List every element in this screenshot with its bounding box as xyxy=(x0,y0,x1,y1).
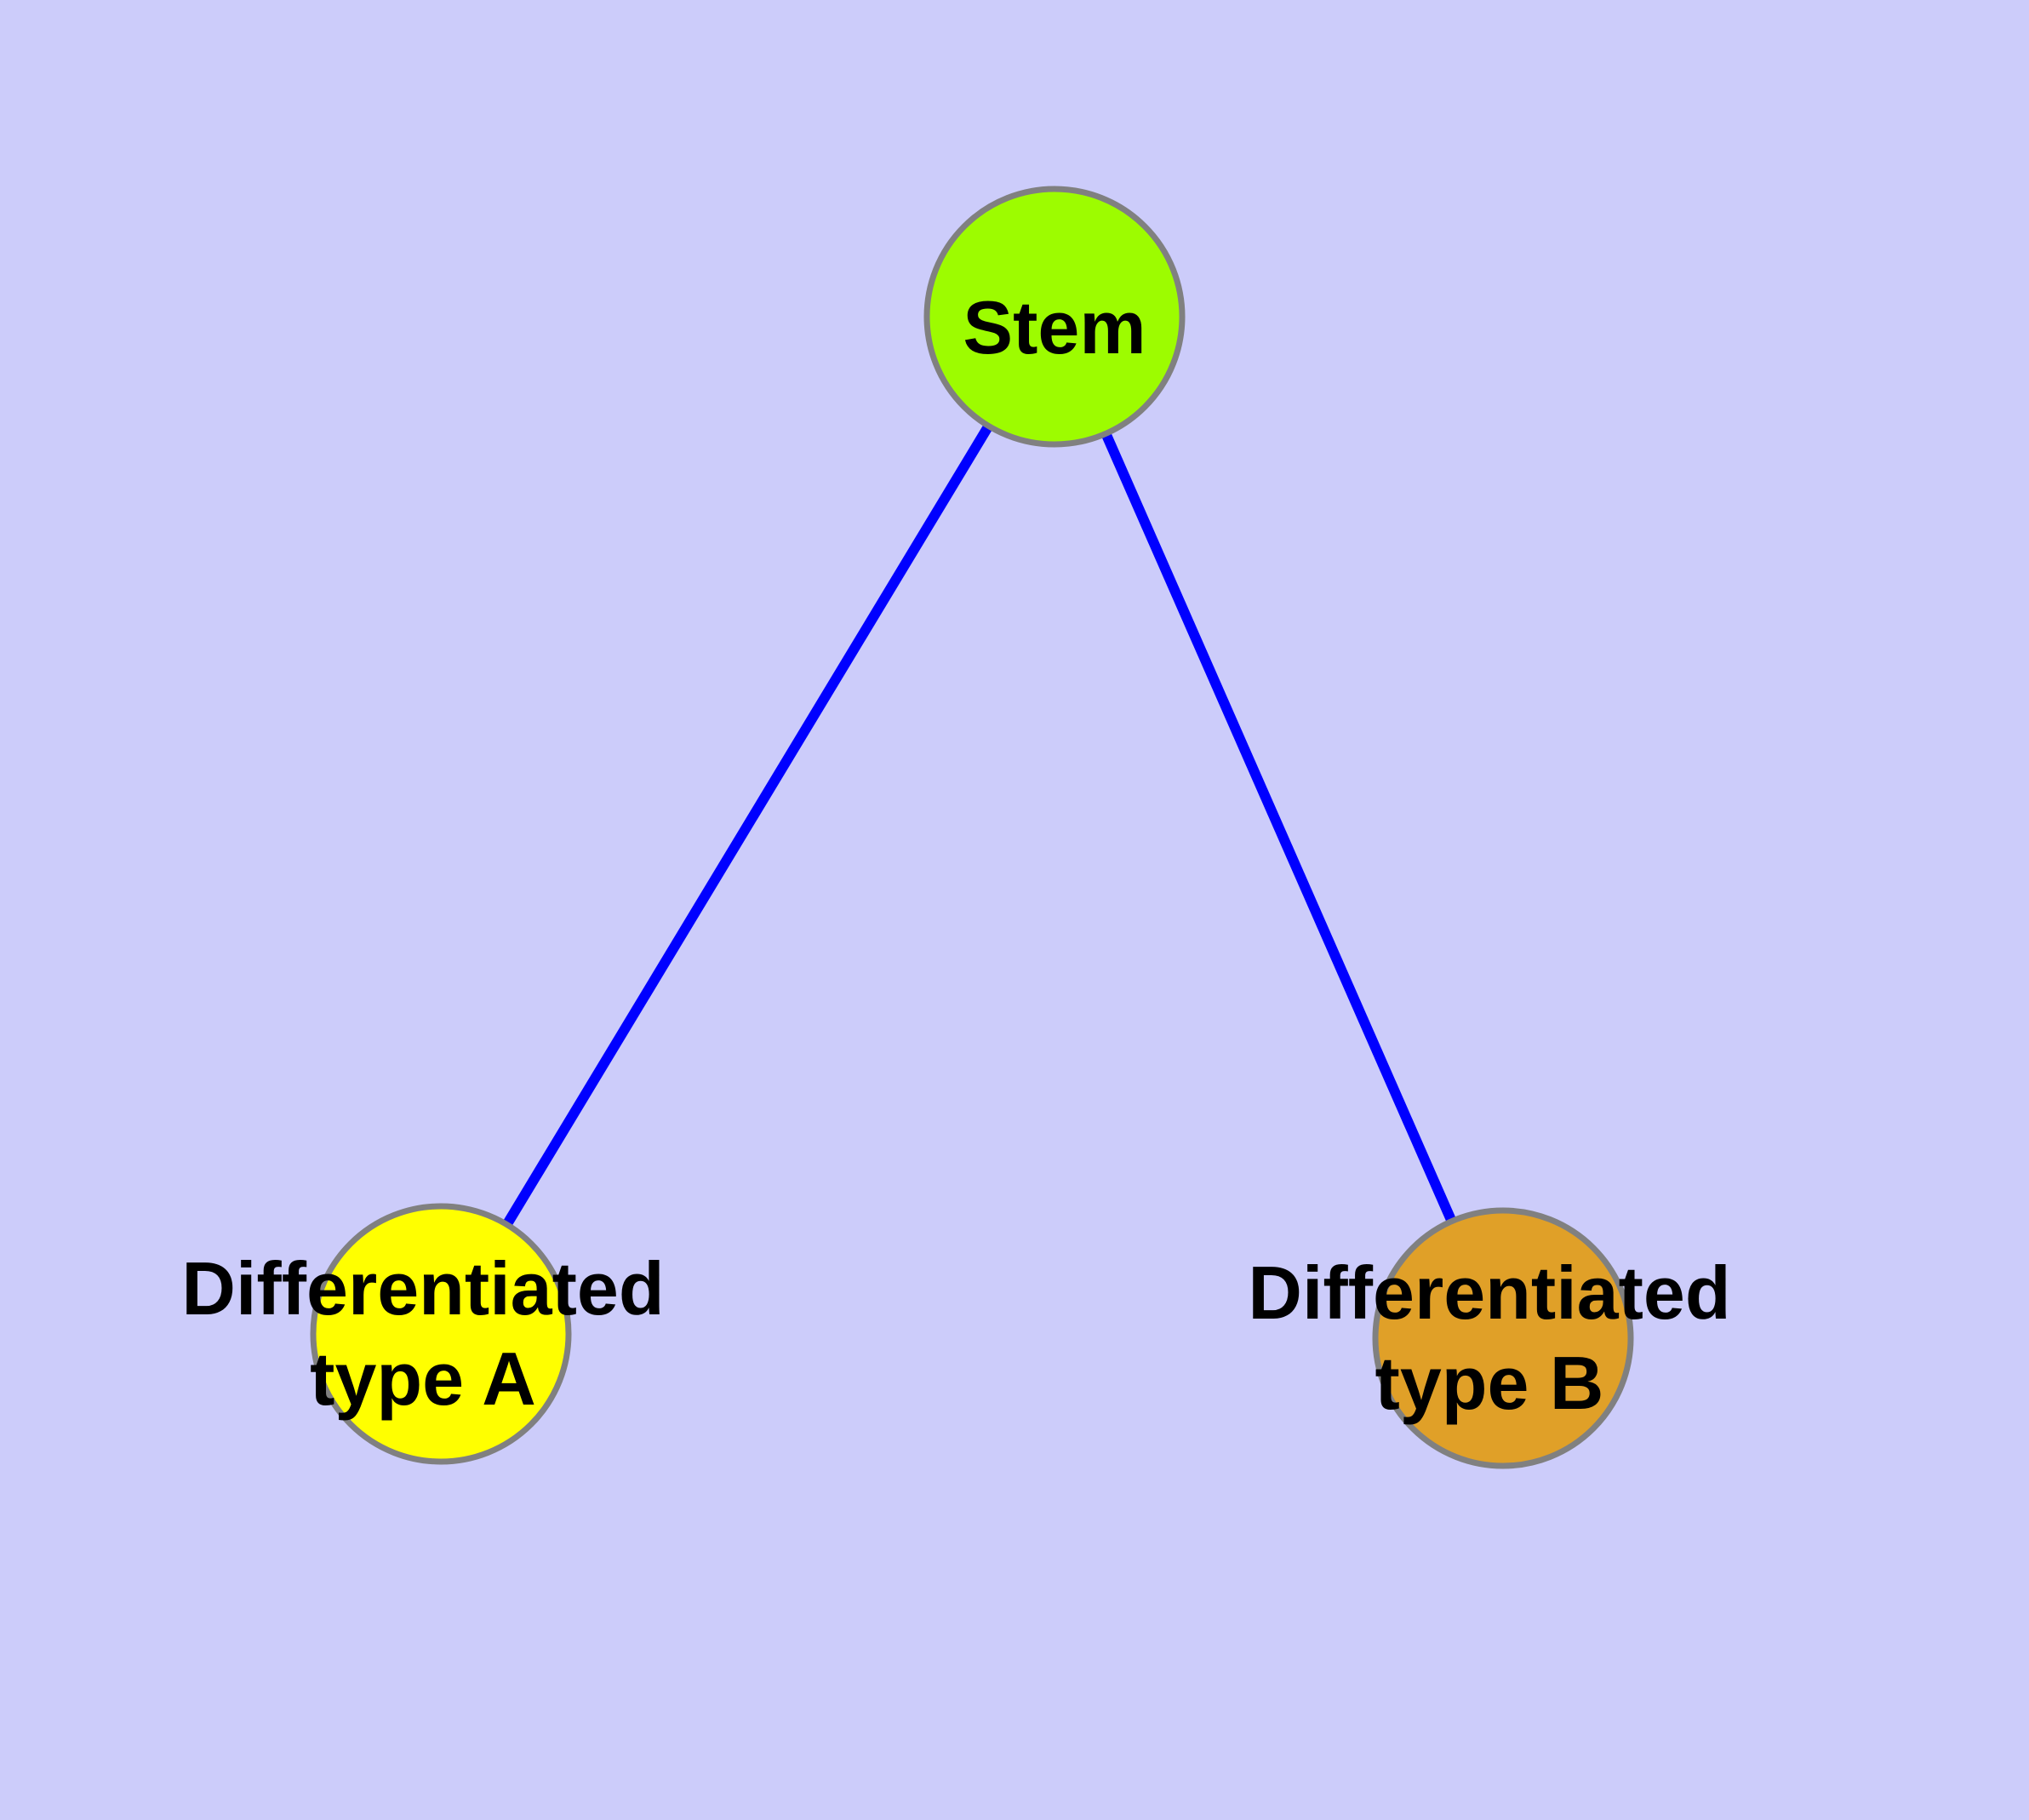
edges-layer xyxy=(436,313,1508,1341)
node-diff_b[interactable] xyxy=(1372,1207,1634,1469)
node-label-line: Differentiated xyxy=(181,1246,664,1331)
node-label-line: type A xyxy=(310,1336,536,1421)
node-label-line: type B xyxy=(1375,1341,1604,1425)
nodes-layer xyxy=(310,186,1634,1469)
node-label-line: Stem xyxy=(963,285,1146,369)
node-label-stem: Stem xyxy=(963,285,1146,369)
edge-stem-to-b[interactable] xyxy=(1049,314,1508,1341)
node-diff_a[interactable] xyxy=(310,1203,572,1465)
node-label-line: Differentiated xyxy=(1248,1251,1730,1335)
edge-stem-to-a[interactable] xyxy=(436,313,1060,1337)
node-stem[interactable] xyxy=(923,186,1186,448)
